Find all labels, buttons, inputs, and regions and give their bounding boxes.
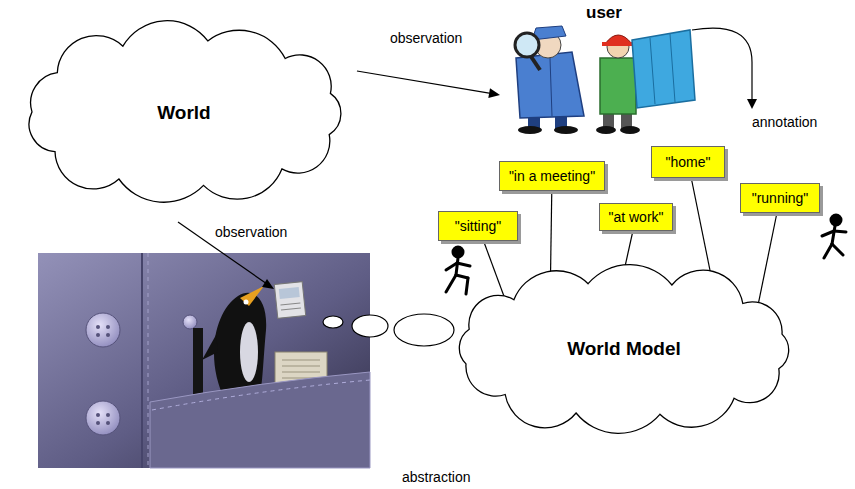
- note-text: "sitting": [455, 218, 502, 234]
- thought-bubbles: [323, 314, 454, 346]
- node-title: World Model: [567, 338, 681, 360]
- worker-figure: [596, 30, 695, 134]
- sticky-note: "home": [651, 146, 725, 178]
- arrow-head: [262, 279, 274, 289]
- label-holder: observation: [213, 224, 289, 240]
- label-holder: abstraction: [400, 469, 472, 485]
- sticky-note: "at work": [599, 203, 673, 231]
- node-title: World: [157, 102, 210, 124]
- arrow-head: [488, 88, 500, 98]
- connector: [357, 71, 500, 98]
- world-cloud: World: [0, 8, 368, 218]
- annotation-arrow: [692, 28, 752, 102]
- annotation-label: annotation: [750, 114, 819, 130]
- node-title: user: [586, 0, 622, 23]
- sticky-note: "sitting": [438, 211, 518, 241]
- pocket-photo: [38, 253, 370, 468]
- abstraction-label: abstraction: [400, 469, 472, 485]
- observation-label: observation: [213, 224, 289, 240]
- sticky-note: "running": [740, 183, 820, 213]
- note-text: "running": [752, 190, 809, 206]
- edge-label: observation: [388, 30, 464, 46]
- label-holder: annotation: [750, 114, 819, 130]
- sticky-note: "in a meeting": [499, 161, 605, 191]
- note-text: "home": [666, 154, 711, 170]
- note-text: "at work": [608, 209, 663, 225]
- arrow-head: [747, 99, 757, 109]
- sitting-stick-figure: [446, 247, 470, 294]
- world-model-cloud: World Model: [430, 250, 818, 448]
- edge-label-holder: observation: [388, 30, 464, 46]
- user-figure-group: user: [500, 0, 708, 130]
- running-stick-figure: [822, 215, 846, 258]
- note-text: "in a meeting": [509, 168, 595, 184]
- detective-figure: [515, 26, 584, 134]
